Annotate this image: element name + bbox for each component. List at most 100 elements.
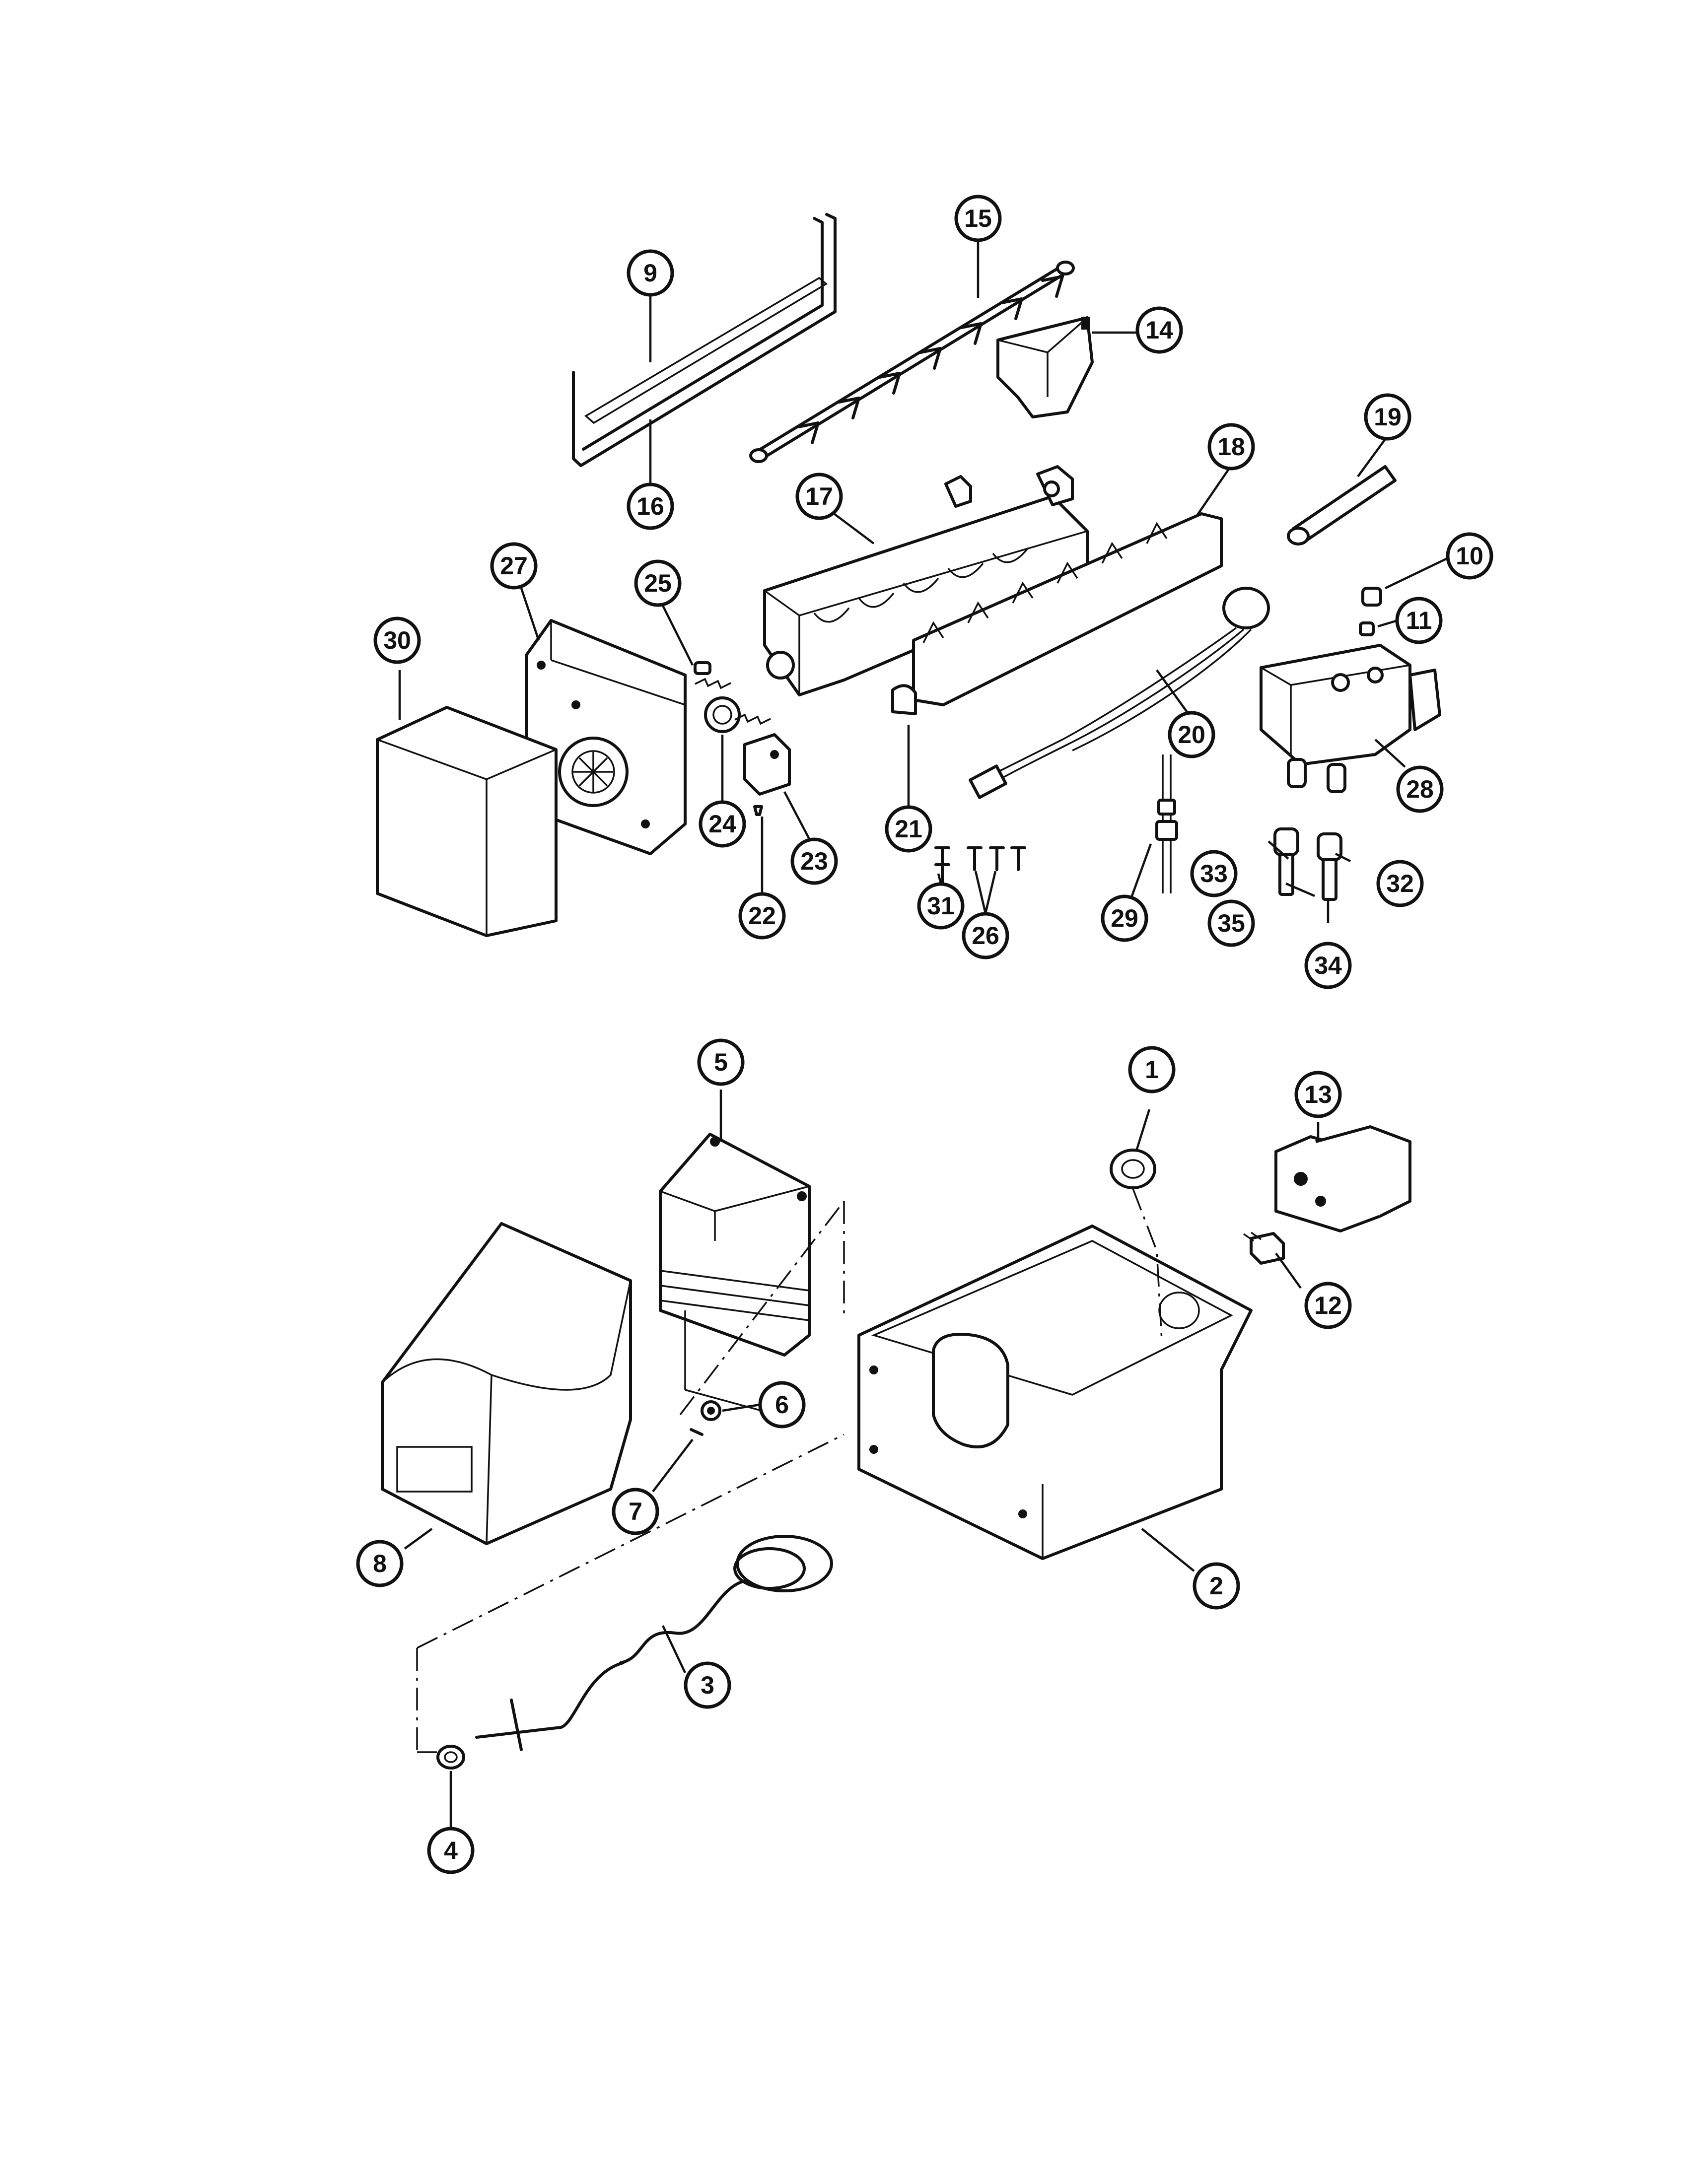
callout-26: 26 [962, 912, 1009, 959]
svg-text:26: 26 [972, 922, 999, 950]
part-tube-29 [1155, 754, 1178, 893]
callout-3: 3 [684, 1661, 731, 1709]
svg-text:35: 35 [1217, 909, 1245, 937]
svg-text:16: 16 [636, 492, 664, 520]
part-ejector [749, 261, 1075, 463]
svg-text:22: 22 [748, 902, 776, 930]
svg-text:12: 12 [1314, 1292, 1342, 1319]
svg-text:15: 15 [964, 205, 992, 232]
callout-11: 11 [1395, 597, 1443, 644]
callout-16: 16 [627, 482, 674, 530]
svg-text:14: 14 [1145, 316, 1173, 344]
callout-35: 35 [1207, 899, 1255, 947]
svg-text:33: 33 [1200, 860, 1228, 887]
svg-text:7: 7 [629, 1498, 642, 1525]
svg-text:23: 23 [800, 847, 828, 875]
svg-text:6: 6 [775, 1391, 789, 1419]
callout-32: 32 [1376, 860, 1424, 907]
part-screw-22 [753, 805, 763, 816]
part-ice-bin [857, 1225, 1253, 1560]
svg-text:24: 24 [708, 810, 736, 838]
part-auger-motor [1274, 1125, 1411, 1232]
svg-text:8: 8 [373, 1550, 387, 1577]
svg-text:34: 34 [1314, 952, 1342, 979]
callout-17: 17 [795, 473, 843, 520]
callout-30: 30 [373, 616, 421, 664]
callout-25: 25 [634, 559, 682, 607]
svg-text:29: 29 [1111, 904, 1138, 932]
part-wire-harness [969, 587, 1270, 799]
assembly-lines [416, 1188, 1163, 1753]
callout-10: 10 [1446, 532, 1493, 580]
callout-29: 29 [1101, 894, 1148, 942]
part-insert-34 [1322, 858, 1337, 901]
part-auger [475, 1535, 833, 1751]
part-fitting-11 [1359, 621, 1375, 636]
part-connector [1243, 1231, 1285, 1265]
svg-text:17: 17 [805, 482, 833, 510]
callout-7: 7 [612, 1488, 659, 1535]
callout-1: 1 [1128, 1046, 1176, 1093]
svg-text:2: 2 [1209, 1572, 1223, 1600]
callout-19: 19 [1364, 393, 1411, 441]
callout-24: 24 [699, 800, 746, 848]
svg-text:19: 19 [1374, 403, 1402, 431]
part-motor-module [525, 619, 687, 855]
part-bearing [1110, 1149, 1156, 1189]
callout-31: 31 [917, 882, 965, 930]
svg-text:11: 11 [1406, 607, 1432, 634]
svg-text:20: 20 [1178, 721, 1205, 749]
callout-18: 18 [1207, 423, 1255, 471]
svg-text:31: 31 [927, 892, 955, 920]
part-nut-6 [701, 1400, 721, 1421]
svg-text:1: 1 [1145, 1056, 1159, 1084]
part-water-valve [1260, 644, 1441, 793]
part-cam-bracket [996, 316, 1094, 418]
callout-20: 20 [1168, 711, 1215, 758]
svg-text:3: 3 [701, 1671, 714, 1699]
callout-21: 21 [885, 805, 932, 853]
part-fitting-10 [1361, 587, 1382, 607]
leader-lines [398, 241, 1448, 1829]
callout-4: 4 [427, 1827, 475, 1874]
callout-14: 14 [1135, 306, 1183, 354]
callout-28: 28 [1396, 765, 1444, 813]
svg-text:5: 5 [714, 1048, 728, 1076]
callout-23: 23 [790, 837, 838, 885]
part-front-cover [381, 1222, 632, 1545]
part-clip-23 [743, 733, 791, 796]
part-insert-35 [1278, 853, 1294, 896]
part-screws-31 [934, 846, 950, 884]
svg-text:21: 21 [895, 815, 922, 843]
callout-12: 12 [1304, 1282, 1352, 1329]
part-clip-21 [891, 684, 917, 715]
callout-8: 8 [356, 1540, 404, 1587]
callout-13: 13 [1294, 1071, 1342, 1118]
svg-text:27: 27 [500, 552, 528, 580]
svg-text:32: 32 [1386, 870, 1414, 897]
part-pin-7 [690, 1428, 703, 1436]
svg-text:9: 9 [643, 259, 657, 287]
callout-27: 27 [490, 542, 538, 590]
part-module-cover [376, 706, 558, 937]
svg-text:28: 28 [1406, 775, 1434, 803]
callout-22: 22 [738, 892, 786, 940]
part-bushing [436, 1745, 465, 1770]
svg-text:30: 30 [383, 626, 411, 654]
part-thermostat [704, 696, 741, 733]
callout-34: 34 [1304, 942, 1352, 989]
part-screws-26 [967, 846, 1026, 871]
callout-15: 15 [954, 195, 1002, 242]
part-dispenser-housing [659, 1133, 811, 1421]
svg-text:10: 10 [1456, 542, 1483, 570]
part-springs [694, 661, 771, 725]
svg-text:18: 18 [1217, 433, 1245, 461]
callout-9: 9 [627, 249, 674, 297]
part-fill-tube [1287, 465, 1397, 546]
callout-2: 2 [1193, 1562, 1240, 1610]
svg-text:4: 4 [444, 1837, 458, 1864]
callout-6: 6 [758, 1381, 806, 1429]
part-shutoff-arm [572, 213, 837, 467]
svg-text:25: 25 [644, 569, 672, 597]
